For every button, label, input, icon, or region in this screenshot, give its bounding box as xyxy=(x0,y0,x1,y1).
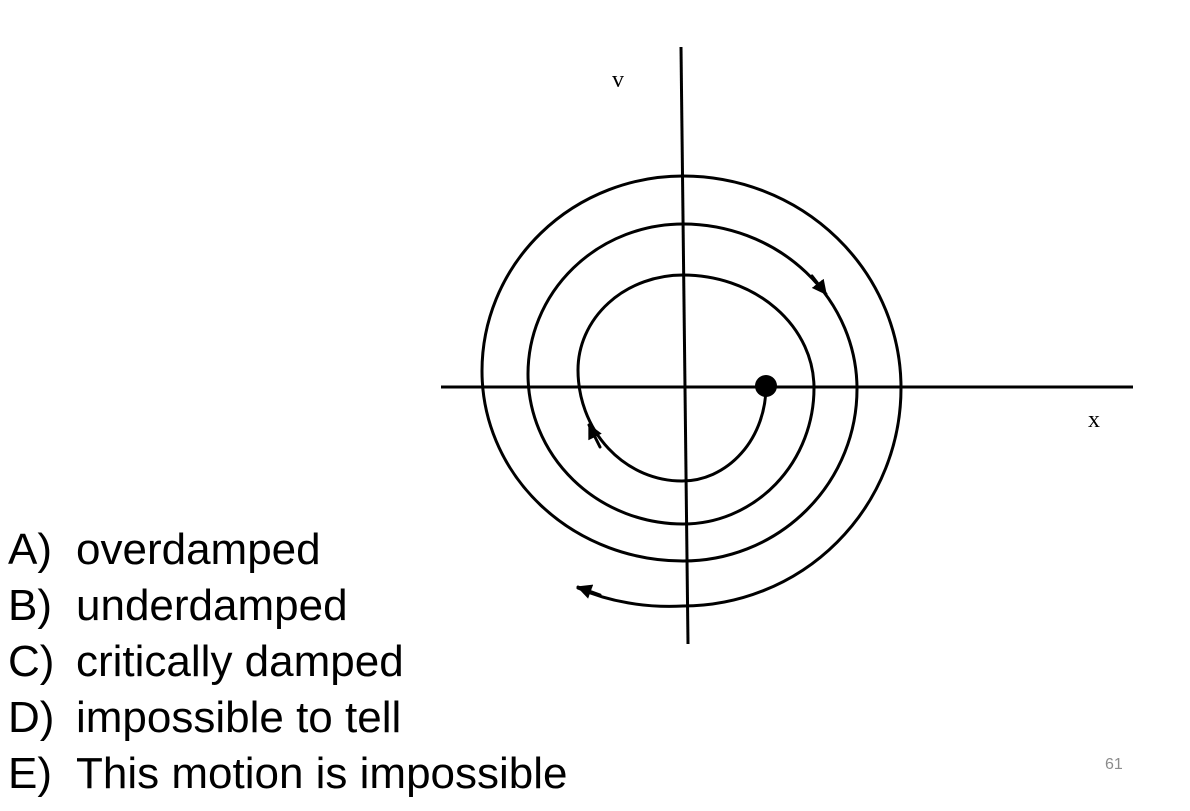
spiral-segment-4 xyxy=(480,174,903,608)
slide-page-number: 61 xyxy=(1105,756,1123,773)
choice-text: critically damped xyxy=(76,637,404,686)
spiral-segment-3 xyxy=(526,222,859,563)
arrow-upper-right xyxy=(810,274,828,296)
choice-text: impossible to tell xyxy=(76,693,402,742)
arrow-inner-left xyxy=(587,423,602,449)
choice-c[interactable]: C) critically damped xyxy=(8,634,568,690)
spiral-trajectory xyxy=(480,174,903,608)
choice-text: underdamped xyxy=(76,581,348,630)
v-axis-label: v xyxy=(612,67,624,93)
spiral-segment-2 xyxy=(576,273,816,526)
choice-letter: B) xyxy=(8,581,52,630)
start-point-marker xyxy=(755,375,777,397)
arrow-outer-bottom xyxy=(576,584,602,599)
choice-letter: C) xyxy=(8,637,55,686)
choice-letter: E) xyxy=(8,749,52,798)
answer-choices: A) overdamped B) underdamped C) critical… xyxy=(8,522,568,802)
x-axis-label: x xyxy=(1088,407,1100,433)
choice-d[interactable]: D) impossible to tell xyxy=(8,690,568,746)
choice-b[interactable]: B) underdamped xyxy=(8,578,568,634)
choice-e[interactable]: E) This motion is impossible xyxy=(8,746,568,802)
choice-text: This motion is impossible xyxy=(76,749,568,798)
spiral-segment-1 xyxy=(576,368,768,483)
choice-letter: A) xyxy=(8,525,52,574)
choice-text: overdamped xyxy=(76,525,321,574)
v-axis xyxy=(679,46,690,645)
choice-a[interactable]: A) overdamped xyxy=(8,522,568,578)
choice-letter: D) xyxy=(8,693,55,742)
